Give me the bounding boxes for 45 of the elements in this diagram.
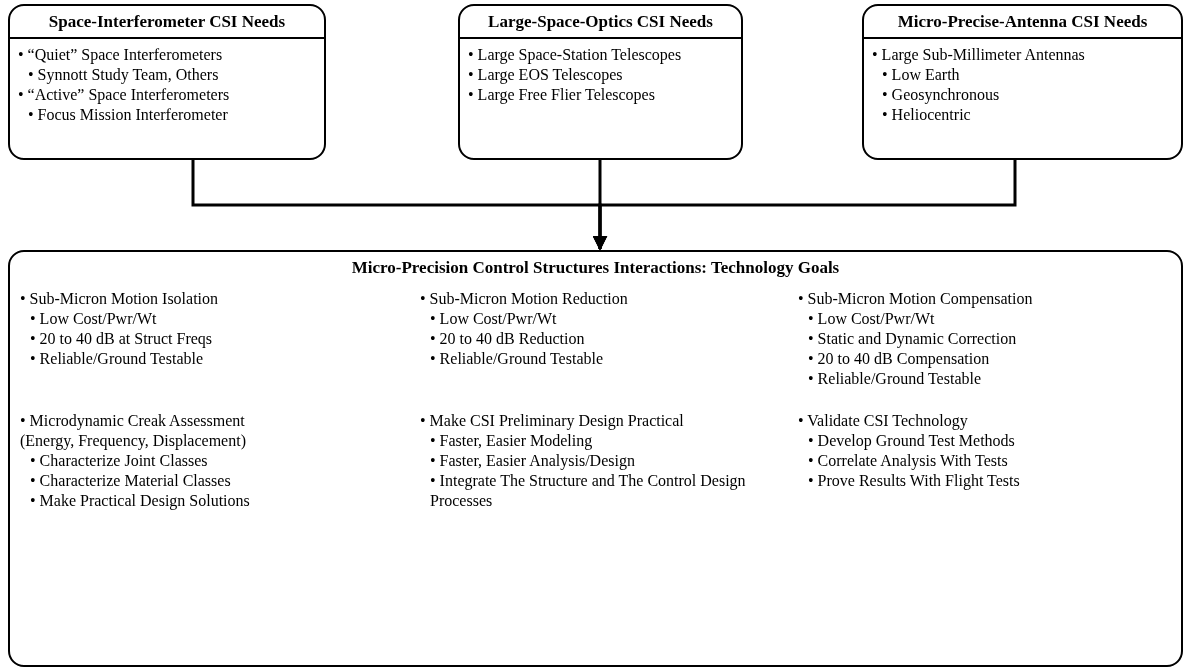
- bullet-item: • Geosynchronous: [881, 85, 1001, 105]
- bullet-item: • Make Practical Design Solutions: [29, 491, 251, 511]
- bullet-item: • Static and Dynamic Correction: [807, 329, 1018, 349]
- bullet-item: • Heliocentric: [881, 105, 972, 125]
- box-heading: Micro-Precision Control Structures Interactions: Technology Goals: [350, 257, 841, 279]
- bullet-item: • Make CSI Preliminary Design Practical: [420, 411, 685, 431]
- bullet-item: • Large Free Flier Telescopes: [468, 85, 656, 105]
- bullet-item: • Characterize Material Classes: [29, 471, 232, 491]
- bullet-item: • Low Earth: [881, 65, 961, 85]
- bullet-item: • 20 to 40 dB Reduction: [429, 329, 586, 349]
- needs-box: [8, 4, 326, 160]
- goals-box: [8, 250, 1183, 667]
- box-heading: Large-Space-Optics CSI Needs: [460, 6, 741, 39]
- bullet-item: • Sub-Micron Motion Compensation: [798, 289, 1034, 309]
- bullet-item: • 20 to 40 dB at Struct Freqs: [29, 329, 214, 349]
- bullet-item: • Prove Results With Flight Tests: [807, 471, 1021, 491]
- needs-box: [862, 4, 1183, 160]
- bullet-item: • Reliable/Ground Testable: [29, 349, 205, 369]
- bullet-item: • Sub-Micron Motion Isolation: [20, 289, 220, 309]
- bullet-item: • Faster, Easier Analysis/Design: [429, 451, 636, 471]
- box-heading: Micro-Precise-Antenna CSI Needs: [864, 6, 1181, 39]
- bullet-item: • Sub-Micron Motion Reduction: [420, 289, 629, 309]
- box-heading: Space-Interferometer CSI Needs: [10, 6, 324, 39]
- bullet-item: • Synnott Study Team, Others: [27, 65, 220, 85]
- bullet-item: • Characterize Joint Classes: [29, 451, 209, 471]
- bullet-item: • “Active” Space Interferometers: [18, 85, 231, 105]
- bullet-item: • Faster, Easier Modeling: [429, 431, 594, 451]
- bullet-item: • Large Space-Station Telescopes: [468, 45, 683, 65]
- bullet-item: • Low Cost/Pwr/Wt: [429, 309, 558, 329]
- bullet-item: • Microdynamic Creak Assessment (Energy, Frequency, Displacement): [20, 411, 247, 451]
- bullet-item: • Low Cost/Pwr/Wt: [807, 309, 936, 329]
- bullet-item: • Large EOS Telescopes: [468, 65, 624, 85]
- bullet-item: • Correlate Analysis With Tests: [807, 451, 1009, 471]
- arrow: [592, 160, 1017, 251]
- bullet-item: • “Quiet” Space Interferometers: [18, 45, 224, 65]
- bullet-item: • Reliable/Ground Testable: [807, 369, 983, 389]
- bullet-item: • Large Sub-Millimeter Antennas: [872, 45, 1086, 65]
- bullet-item: • Integrate The Structure and The Control Design Processes: [429, 471, 747, 511]
- bullet-item: • Reliable/Ground Testable: [429, 349, 605, 369]
- bullet-item: • 20 to 40 dB Compensation: [807, 349, 991, 369]
- bullet-item: • Validate CSI Technology: [798, 411, 969, 431]
- bullet-item: • Develop Ground Test Methods: [807, 431, 1016, 451]
- needs-box: [458, 4, 743, 160]
- bullet-item: • Focus Mission Interferometer: [27, 105, 229, 125]
- bullet-item: • Low Cost/Pwr/Wt: [29, 309, 158, 329]
